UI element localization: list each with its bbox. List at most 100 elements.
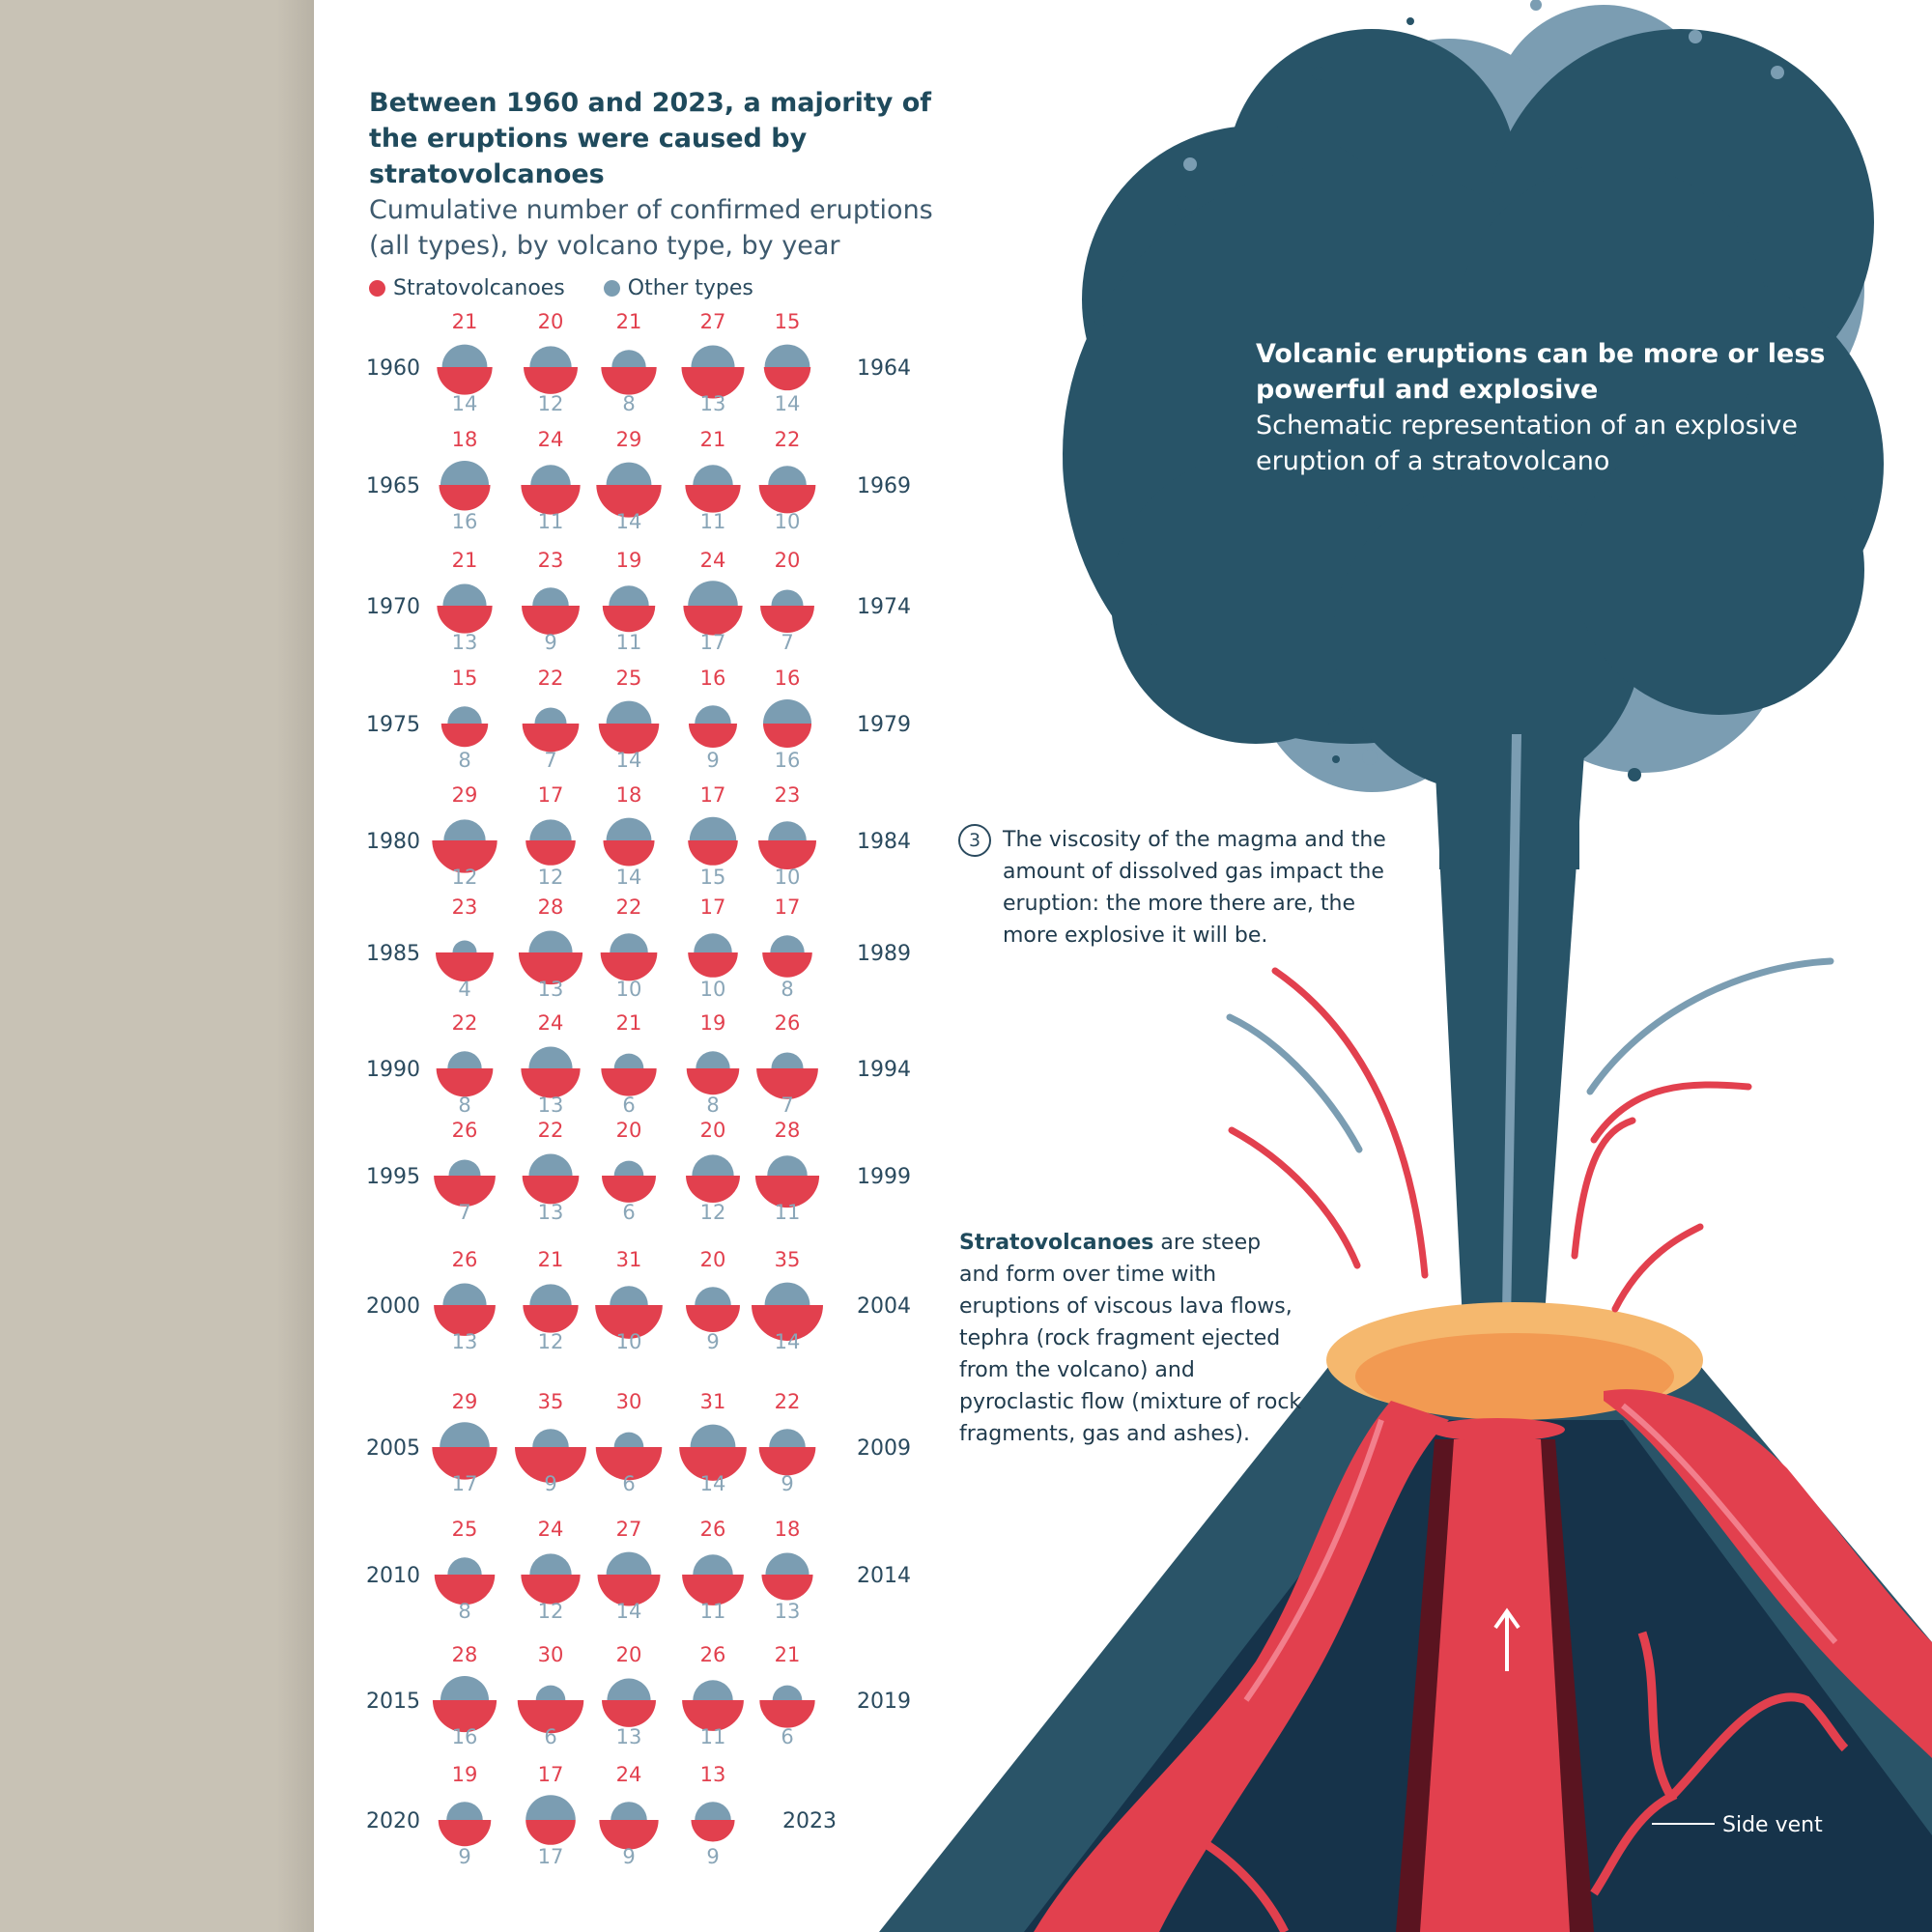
stratovolcano-value-label: 20 — [616, 1643, 642, 1666]
other-types-value-label: 9 — [706, 1845, 719, 1868]
other-types-value-label: 10 — [775, 866, 801, 889]
stratovolcano-text: are steep and form over time with erupti… — [959, 1231, 1302, 1446]
stratovolcano-value-label: 35 — [775, 1248, 801, 1271]
stratovolcano-value-label: 15 — [452, 667, 478, 690]
other-types-value-label: 11 — [700, 1725, 726, 1748]
chart-title: Between 1960 and 2023, a majority of the… — [369, 88, 932, 189]
volcano-title-block: Volcanic eruptions can be more or less p… — [1256, 336, 1835, 479]
stratovolcano-semicircle — [524, 367, 578, 394]
stratovolcano-semicircle — [759, 1700, 815, 1728]
stratovolcano-semicircle — [432, 1700, 497, 1733]
stratovolcano-value-label: 31 — [616, 1248, 642, 1271]
legend-dot-other-types — [603, 280, 620, 297]
row-end-year-label: 1969 — [857, 474, 911, 498]
stratovolcano-semicircle — [756, 1068, 818, 1099]
other-types-value-label: 13 — [700, 392, 726, 415]
other-types-value-label: 7 — [458, 1201, 470, 1224]
other-types-value-label: 10 — [700, 978, 726, 1001]
other-types-value-label: 9 — [706, 749, 719, 772]
row-start-year-label: 1985 — [366, 942, 420, 966]
other-types-value-label: 11 — [538, 510, 564, 533]
other-types-semicircle — [528, 1046, 573, 1068]
other-types-value-label: 12 — [700, 1201, 726, 1224]
other-types-value-label: 12 — [538, 392, 564, 415]
stratovolcano-semicircle — [682, 1700, 744, 1731]
row-end-year-label: 1994 — [857, 1058, 911, 1082]
other-types-semicircle — [695, 705, 731, 724]
row-end-year-label: 1999 — [857, 1165, 911, 1189]
ash-cloud — [1063, 29, 1884, 869]
stratovolcano-semicircle — [601, 367, 657, 395]
stratovolcano-value-label: 26 — [452, 1119, 478, 1142]
stratovolcano-semicircle — [762, 724, 812, 748]
row-end-year-label: 2009 — [857, 1436, 911, 1461]
other-types-value-label: 6 — [622, 1094, 635, 1117]
stratovolcano-semicircle — [526, 840, 576, 866]
other-types-value-label: 7 — [781, 1094, 793, 1117]
stratovolcano-value-label: 17 — [700, 783, 726, 807]
stratovolcano-semicircle — [688, 840, 738, 866]
row-end-year-label: 1984 — [857, 830, 911, 854]
other-types-value-label: 11 — [616, 631, 642, 654]
other-types-semicircle — [532, 1429, 569, 1447]
stratovolcano-value-label: 22 — [775, 1390, 801, 1413]
other-types-semicircle — [613, 1160, 644, 1176]
chart-subtitle: Cumulative number of confirmed eruptions… — [369, 195, 933, 261]
other-types-value-label: 7 — [544, 749, 556, 772]
other-types-value-label: 8 — [458, 1094, 470, 1117]
stratovolcano-semicircle — [682, 1575, 744, 1605]
stratovolcano-semicircle — [686, 1305, 740, 1332]
other-types-semicircle — [692, 1154, 734, 1176]
stratovolcano-value-label: 29 — [616, 428, 642, 451]
other-types-semicircle — [447, 1051, 482, 1068]
stratovolcano-value-label: 20 — [538, 310, 564, 333]
other-types-value-label: 16 — [452, 510, 478, 533]
row-start-year-label: 2000 — [366, 1294, 420, 1319]
stratovolcano-semicircle — [761, 1575, 813, 1601]
other-types-semicircle — [771, 589, 804, 606]
stratovolcano-value-label: 21 — [538, 1248, 564, 1271]
other-types-semicircle — [770, 935, 805, 952]
stratovolcano-semicircle — [595, 1305, 663, 1339]
stratovolcano-semicircle — [760, 606, 814, 633]
other-types-value-label: 13 — [452, 1330, 478, 1353]
stratovolcano-term: Stratovolcanoes — [959, 1231, 1154, 1255]
other-types-value-label: 17 — [700, 631, 726, 654]
stratovolcano-value-label: 22 — [452, 1011, 478, 1035]
other-types-value-label: 14 — [616, 866, 642, 889]
stratovolcano-value-label: 24 — [538, 428, 564, 451]
stratovolcano-value-label: 29 — [452, 783, 478, 807]
other-types-semicircle — [606, 817, 652, 840]
other-types-semicircle — [610, 933, 648, 952]
other-types-semicircle — [440, 1675, 490, 1700]
stratovolcano-value-label: 24 — [538, 1518, 564, 1541]
other-types-value-label: 6 — [622, 1472, 635, 1495]
other-types-value-label: 17 — [452, 1472, 478, 1495]
other-types-value-label: 12 — [452, 866, 478, 889]
other-types-value-label: 17 — [538, 1845, 564, 1868]
stratovolcano-value-label: 21 — [452, 549, 478, 572]
stratovolcano-semicircle — [685, 485, 741, 513]
other-types-semicircle — [611, 1802, 647, 1820]
stratovolcano-value-label: 26 — [700, 1518, 726, 1541]
stratovolcano-semicircle — [436, 1068, 494, 1097]
stratovolcano-value-label: 20 — [616, 1119, 642, 1142]
stratovolcano-value-label: 24 — [538, 1011, 564, 1035]
row-end-year-label: 2004 — [857, 1294, 911, 1319]
row-end-year-label: 1979 — [857, 713, 911, 737]
stratovolcano-semicircle — [686, 1176, 740, 1203]
stratovolcano-value-label: 22 — [538, 1119, 564, 1142]
other-types-semicircle — [768, 821, 807, 840]
other-types-semicircle — [447, 706, 482, 724]
other-types-value-label: 14 — [616, 1600, 642, 1623]
stratovolcano-value-label: 16 — [700, 667, 726, 690]
other-types-value-label: 10 — [616, 1330, 642, 1353]
other-types-value-label: 9 — [706, 1330, 719, 1353]
other-types-semicircle — [688, 581, 738, 606]
row-start-year-label: 1980 — [366, 830, 420, 854]
other-types-value-label: 13 — [775, 1600, 801, 1623]
stratovolcano-semicircle — [522, 724, 580, 753]
other-types-semicircle — [529, 346, 572, 367]
row-start-year-label: 1960 — [366, 356, 420, 381]
row-start-year-label: 2015 — [366, 1690, 420, 1714]
